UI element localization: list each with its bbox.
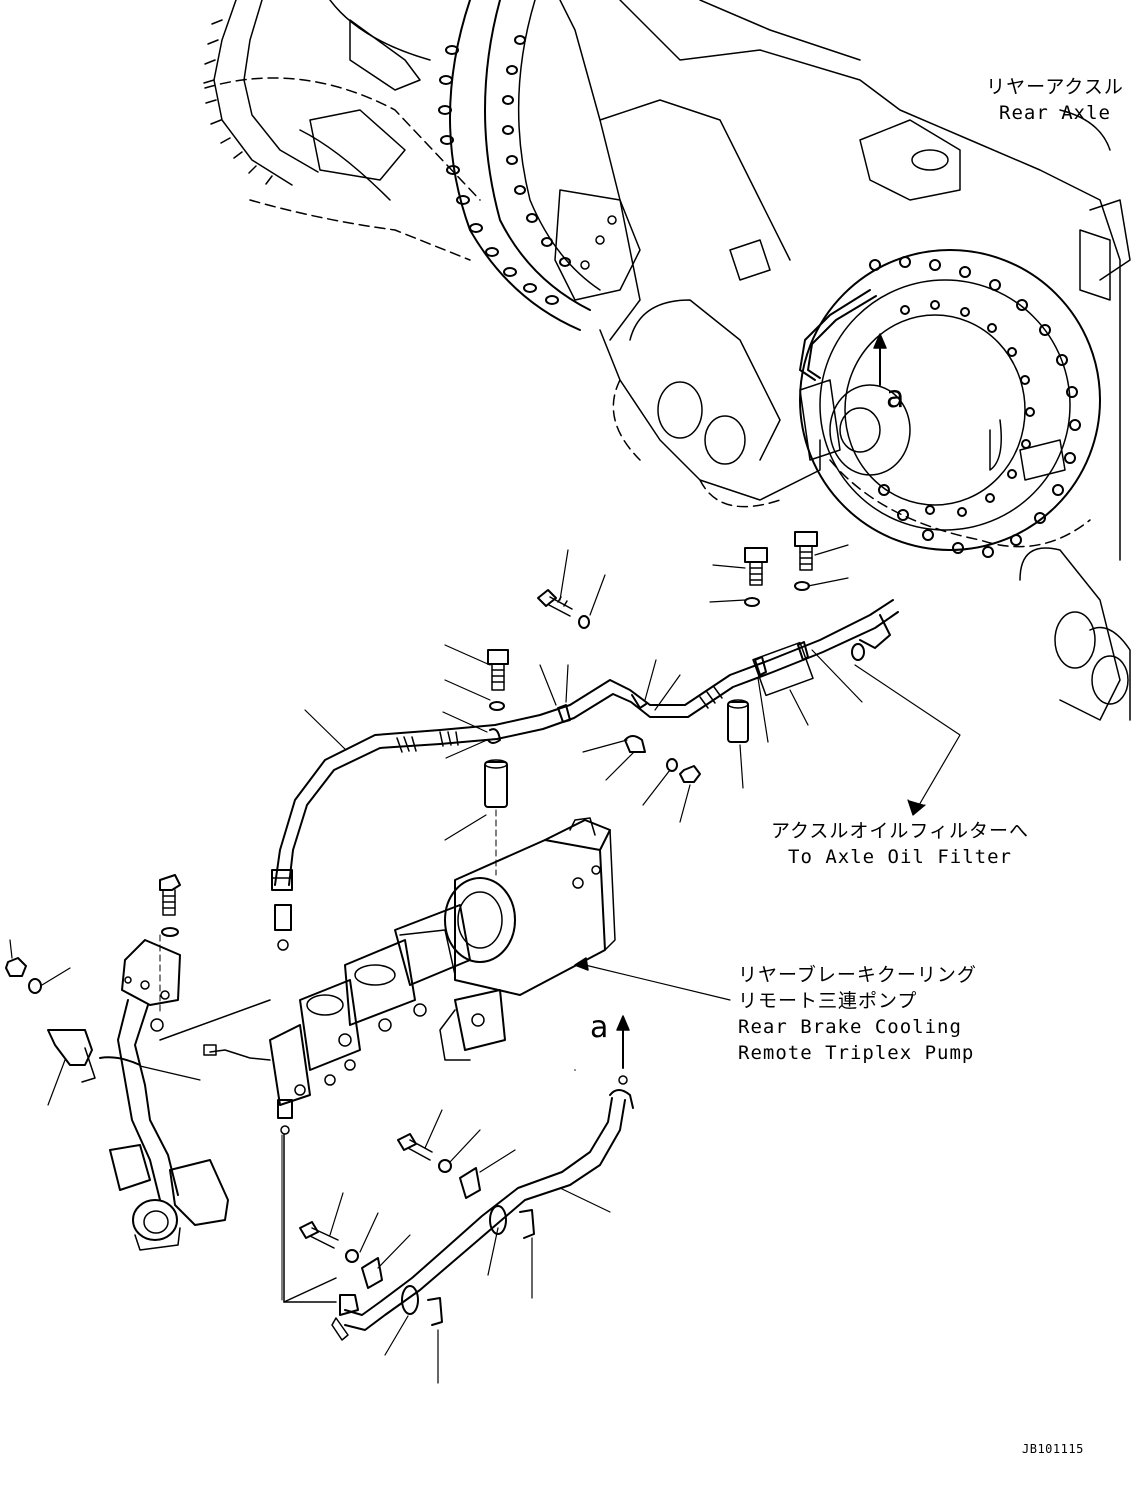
triplex-pump-drawing bbox=[203, 817, 731, 1135]
pump-label-jp-line1: リヤーブレーキクーリング bbox=[738, 964, 977, 986]
pump-label-jp-line2: リモート三連ポンプ bbox=[738, 990, 918, 1012]
axle-oil-filter-label-jp: アクスルオイルフィルターへ bbox=[770, 820, 1030, 842]
lower-hose-assembly bbox=[281, 1015, 634, 1341]
leader-lines-upper bbox=[304, 544, 961, 841]
reference-mark-a-upper: a bbox=[886, 380, 905, 415]
pump-label-en-line1: Rear Brake Cooling bbox=[738, 1016, 962, 1038]
drawing-code: JB101115 bbox=[1022, 1442, 1084, 1456]
rear-axle-label-en: Rear Axle bbox=[999, 102, 1111, 124]
axle-oil-filter-label-en: To Axle Oil Filter bbox=[788, 846, 1012, 868]
upper-hose-assembly bbox=[271, 531, 899, 951]
rear-axle-label-jp: リヤーアクスル bbox=[986, 76, 1124, 98]
reference-mark-a-lower: a bbox=[590, 1010, 609, 1045]
leader-lines-lower bbox=[329, 1109, 611, 1384]
rear-axle-drawing bbox=[203, 0, 1131, 721]
pump-label-en-line2: Remote Triplex Pump bbox=[738, 1042, 975, 1064]
suction-pipe-drawing bbox=[5, 874, 271, 1251]
